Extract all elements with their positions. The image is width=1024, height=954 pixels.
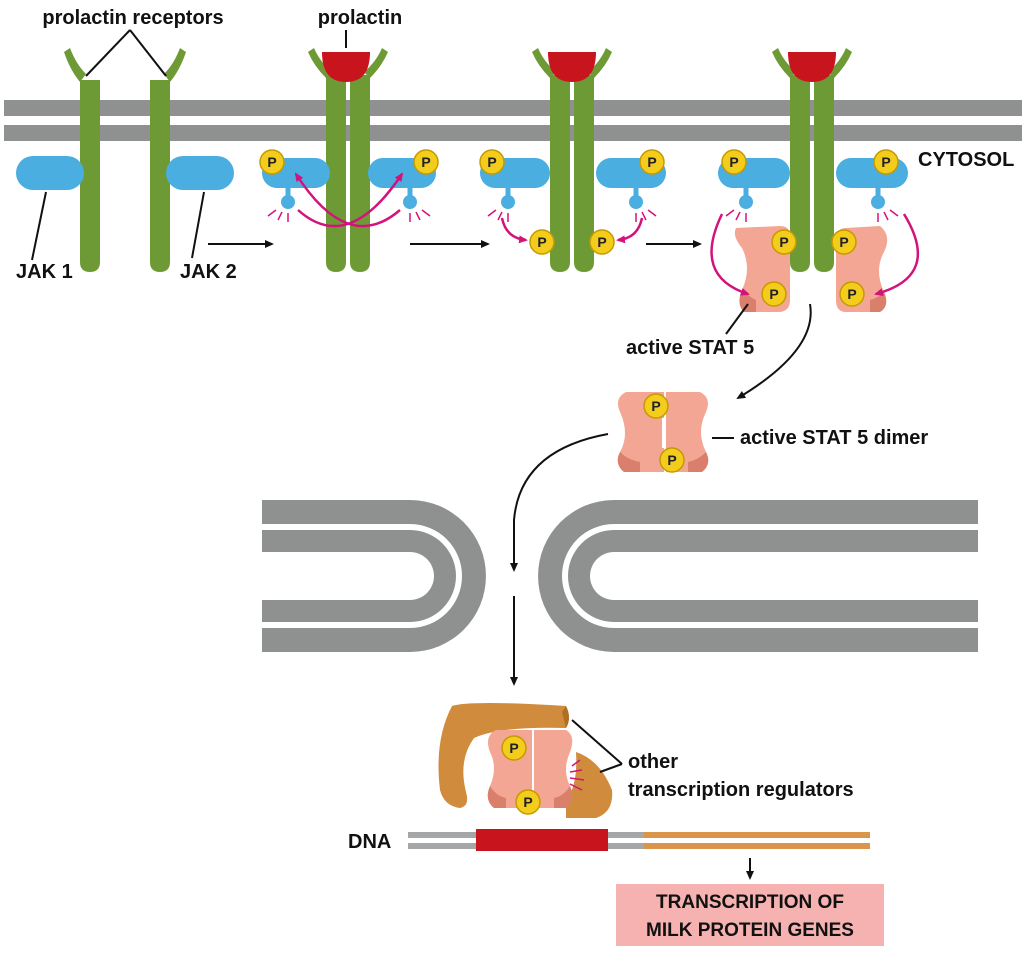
phosphate-icon: [529, 229, 555, 255]
phosphate-icon: [479, 149, 505, 175]
dna-strand: [408, 829, 870, 851]
leader-other-regulators: [571, 719, 623, 773]
prolactin-receptor-right: [150, 80, 170, 272]
phosphate-icon: [831, 229, 857, 255]
jak1-kinase: [16, 156, 84, 190]
label-cytosol: CYTOSOL: [918, 149, 1014, 171]
jak2-kinase: [166, 156, 234, 190]
phosphate-icon: [413, 149, 439, 175]
stage-4-stat5-phosphorylation: [710, 48, 920, 312]
label-active-stat5: active STAT 5: [626, 337, 754, 359]
leader-jak1: [31, 191, 47, 261]
stage-3-receptor-phosphorylation: [480, 48, 666, 272]
phosphate-icon: [589, 229, 615, 255]
phosphate-icon: [771, 229, 797, 255]
phosphate-icon: [659, 447, 685, 473]
label-other-regulators-line1: other: [628, 751, 678, 773]
arrow-to-nucleus: [510, 433, 609, 572]
phosphate-icon: [515, 789, 541, 815]
stage-1-unbound-receptors: [16, 48, 234, 272]
phosphate-icon: [761, 281, 787, 307]
phosphate-icon: [501, 735, 527, 761]
label-other-regulators-line2: transcription regulators: [628, 779, 854, 801]
transcription-regulator-right: [566, 752, 613, 818]
phosphate-icon: [839, 281, 865, 307]
nuclear-envelope: [262, 500, 978, 652]
label-jak1: JAK 1: [16, 261, 73, 283]
label-transcription-line1: TRANSCRIPTION OF: [656, 892, 844, 913]
milk-protein-gene: [644, 832, 870, 838]
label-prolactin-receptors: prolactin receptors: [42, 7, 223, 29]
phosphate-icon: [721, 149, 747, 175]
phosphate-icon: [873, 149, 899, 175]
plasma-membrane: [4, 100, 1022, 141]
prolactin-hormone: [322, 52, 370, 82]
leader-prolactin-receptors: [85, 29, 167, 77]
phosphate-icon: [643, 393, 669, 419]
label-dna: DNA: [348, 831, 391, 853]
label-jak2: JAK 2: [180, 261, 237, 283]
phosphate-icon: [639, 149, 665, 175]
transcription-output-box: [616, 884, 884, 946]
leader-jak2: [191, 191, 205, 259]
leader-active-stat5: [725, 303, 749, 335]
label-transcription-line2: MILK PROTEIN GENES: [646, 920, 854, 941]
prolactin-receptor-left: [80, 80, 100, 272]
stage-2-receptor-dimer: [262, 48, 436, 272]
arrow-to-dimer: [736, 303, 812, 400]
transcription-regulator-left: [438, 703, 569, 808]
gene-regulatory-region: [476, 829, 608, 851]
phosphate-icon: [259, 149, 285, 175]
label-prolactin: prolactin: [318, 7, 402, 29]
label-active-stat5-dimer: active STAT 5 dimer: [740, 427, 928, 449]
